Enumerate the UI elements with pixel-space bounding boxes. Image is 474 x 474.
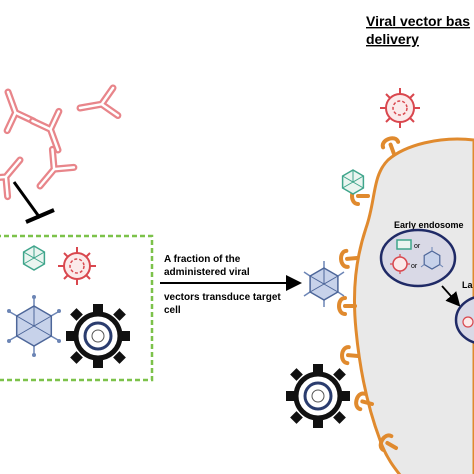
vector-box — [0, 234, 154, 382]
early-endosome-vesicle — [379, 228, 457, 288]
late-endosome: La — [454, 280, 474, 344]
aav-capsid-icon — [341, 169, 365, 195]
adenovirus-icon — [303, 261, 345, 307]
header-title-line-1: Viral vector bas — [366, 13, 470, 29]
aav-capsid-icon — [396, 239, 412, 250]
enveloped-virus-icon — [58, 247, 96, 285]
antibody-icon — [0, 151, 31, 197]
adenovirus-icon — [7, 295, 61, 357]
inhibition-symbol-icon — [12, 181, 55, 224]
lentivirus-icon — [66, 304, 130, 368]
arrow-caption-line-4: cell — [164, 305, 181, 316]
target-cell: Early endosome or or — [286, 88, 474, 474]
transduction-arrow: A fraction of the administered viral vec… — [160, 254, 302, 316]
arrow-caption-line-3: vectors transduce target — [164, 292, 281, 303]
or-label: or — [414, 243, 421, 250]
cell-membrane — [352, 137, 474, 474]
enveloped-virus-icon — [380, 88, 420, 128]
header-title: Viral vector bas delivery — [366, 13, 470, 47]
lentivirus-icon — [286, 364, 350, 428]
antibody-group — [0, 87, 118, 196]
header-title-line-2: delivery — [366, 31, 419, 47]
adenovirus-icon — [420, 247, 444, 270]
enveloped-virus-icon — [462, 316, 474, 328]
antibody-icon — [78, 88, 118, 122]
maturation-arrow — [441, 285, 461, 307]
antibody-icon — [0, 87, 33, 130]
arrow-caption-line-1: A fraction of the — [164, 254, 241, 265]
receptor-icon — [338, 248, 360, 270]
early-endosome: Early endosome or or — [379, 220, 464, 288]
antibody-icon — [29, 149, 74, 195]
early-endosome-label: Early endosome — [394, 220, 464, 230]
arrow-caption-line-2: administered viral — [164, 267, 250, 278]
aav-capsid-icon — [22, 245, 46, 271]
receptor-icon — [337, 296, 357, 316]
or-label: or — [411, 263, 418, 270]
enveloped-virus-icon — [390, 254, 410, 274]
receptor-icon — [339, 344, 361, 366]
late-endosome-label: La — [462, 280, 473, 290]
